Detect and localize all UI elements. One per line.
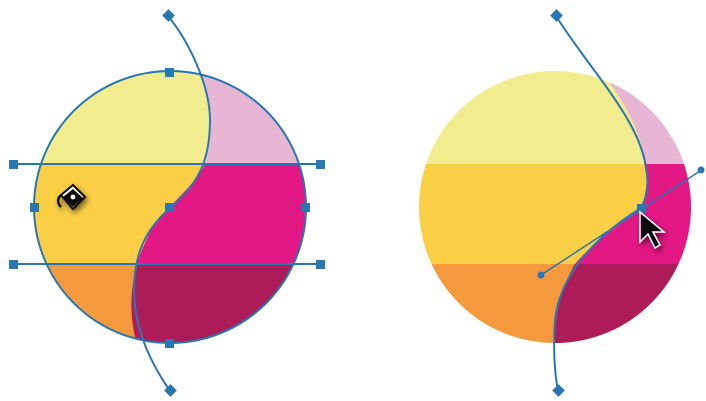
anchor-point[interactable] — [165, 68, 174, 77]
anchor-point[interactable] — [9, 260, 18, 269]
right-live-paint-group — [415, 9, 705, 397]
anchor-point[interactable] — [9, 160, 18, 169]
path-endpoint-diamond[interactable] — [550, 9, 563, 22]
right-circle-regions — [415, 68, 695, 354]
handle-point[interactable] — [538, 272, 545, 279]
path-endpoint-diamond[interactable] — [162, 9, 175, 22]
anchor-point[interactable] — [165, 339, 174, 348]
handle-point[interactable] — [698, 167, 705, 174]
anchor-point[interactable] — [316, 260, 325, 269]
selected-anchor-point[interactable] — [637, 204, 646, 213]
anchor-point[interactable] — [30, 203, 39, 212]
region-bottom-right[interactable] — [555, 264, 695, 354]
anchor-point[interactable] — [316, 160, 325, 169]
region-bottom-right[interactable] — [131, 264, 310, 354]
anchor-point[interactable] — [165, 203, 174, 212]
anchor-point[interactable] — [301, 203, 310, 212]
path-endpoint-diamond[interactable] — [552, 384, 565, 397]
left-live-paint-group — [9, 9, 325, 397]
